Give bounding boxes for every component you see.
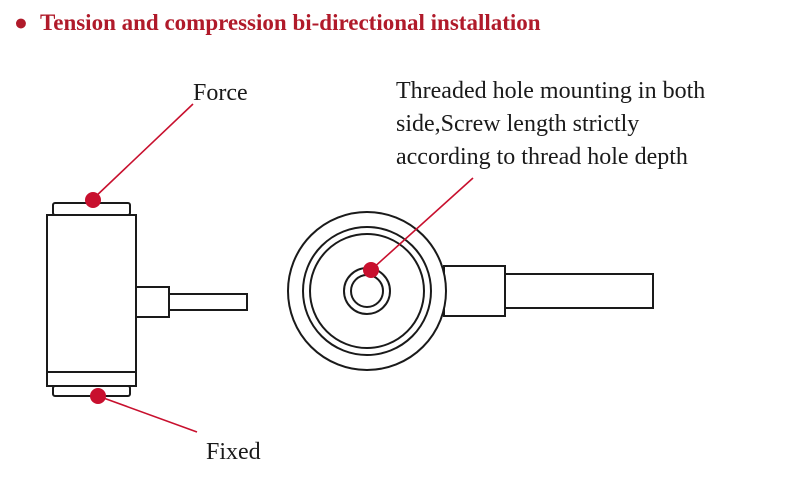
front-view <box>287 211 654 371</box>
note-line-3: according to thread hole depth <box>396 144 688 170</box>
front-cable <box>504 273 654 309</box>
note-leader <box>370 177 474 271</box>
cell-body <box>46 214 137 373</box>
fixed-label: Fixed <box>206 439 261 465</box>
marker-dots <box>85 192 379 404</box>
cable-gland <box>135 286 170 318</box>
note-line-1: Threaded hole mounting in both <box>396 78 705 104</box>
outer-ring <box>287 211 447 371</box>
bottom-band <box>46 371 137 387</box>
cable <box>168 293 248 311</box>
front-cable-gland <box>443 265 506 317</box>
force-marker-dot <box>85 192 101 208</box>
note-line-2: side,Screw length strictly <box>396 111 639 137</box>
force-label: Force <box>193 80 248 106</box>
hole-marker-dot <box>363 262 379 278</box>
middle-ring <box>302 226 432 356</box>
force-leader <box>92 103 194 200</box>
leader-lines <box>92 103 474 433</box>
inner-ring <box>309 233 425 349</box>
fixed-leader <box>97 395 198 433</box>
fixed-marker-dot <box>90 388 106 404</box>
page-title: Tension and compression bi-directional i… <box>40 10 541 35</box>
title-bullet: ● <box>14 10 28 35</box>
side-view <box>46 202 248 397</box>
